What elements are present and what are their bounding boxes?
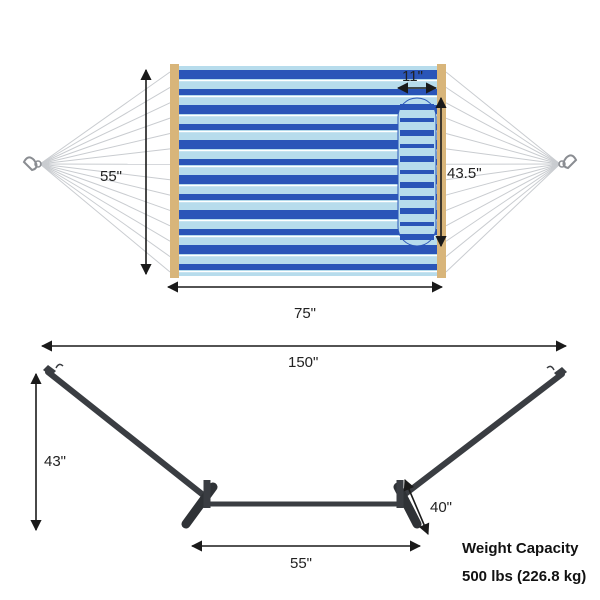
weight-capacity-title: Weight Capacity	[462, 540, 579, 557]
spreader-bar-left	[170, 64, 179, 278]
pillow	[397, 97, 437, 247]
rope-line	[445, 102, 561, 165]
rope-line	[445, 163, 561, 211]
pillow-stripe	[400, 130, 434, 136]
bed-stripe-thin	[177, 150, 439, 152]
pillow-stripe	[400, 118, 434, 122]
rope-line	[39, 133, 171, 165]
bed-stripe-thin	[177, 201, 439, 203]
bed-stripe	[177, 229, 439, 235]
bed-stripe-thin	[177, 185, 439, 187]
rope-line	[39, 148, 171, 165]
hammock-width-label: 75"	[294, 305, 316, 322]
pillow-stripe	[400, 222, 434, 226]
pillow-stripe	[400, 182, 434, 188]
rope-line	[39, 102, 171, 165]
rope-line	[445, 163, 561, 181]
rope-line	[39, 71, 171, 165]
hammock-stand	[43, 363, 567, 529]
bed-stripe	[177, 210, 439, 219]
bed-stripe	[177, 194, 439, 200]
base-length-label: 55"	[290, 555, 312, 572]
rope-line	[445, 163, 561, 227]
rope-line	[445, 86, 561, 165]
bed-stripe-thin	[177, 131, 439, 133]
bed-stripe-thin	[177, 236, 439, 238]
bed-stripe	[177, 124, 439, 130]
rope-line	[39, 117, 171, 165]
hook-right-icon	[558, 154, 578, 170]
bed-stripe-thin	[177, 96, 439, 98]
stand-length-label: 150"	[288, 354, 318, 371]
bed-stripe-thin	[177, 166, 439, 168]
rope-line	[445, 163, 561, 242]
rope-line	[39, 86, 171, 165]
stand-arm-left	[45, 369, 210, 501]
hammock-diagram	[22, 64, 578, 278]
stand-hook-right-icon	[546, 365, 555, 371]
hammock-ropes-right	[445, 71, 561, 273]
pillow-stripe	[400, 156, 434, 162]
pillow-stripe	[400, 196, 434, 200]
bed-stripe	[177, 140, 439, 149]
weight-capacity-value: 500 lbs (226.8 kg)	[462, 568, 587, 585]
stand-height-label: 43"	[44, 453, 66, 470]
pillow-width-label: 11"	[402, 68, 423, 85]
base-width-label: 40"	[430, 499, 452, 516]
stand-arm-right	[397, 371, 565, 501]
pillow-stripe	[400, 234, 434, 240]
bed-stripe	[177, 245, 439, 254]
rope-line	[445, 117, 561, 165]
pillow-stripe	[400, 144, 434, 148]
bed-stripe-thin	[177, 115, 439, 117]
pillow-stripe	[400, 170, 434, 174]
bed-stripe-thin	[177, 271, 439, 273]
bed-stripe	[177, 264, 439, 270]
base-width-dimension-line	[403, 478, 430, 536]
bed-stripe-thin	[177, 255, 439, 257]
bed-stripe-thin	[177, 220, 439, 222]
rope-line	[445, 148, 561, 165]
bed-stripe	[177, 105, 439, 114]
pillow-length-label: 43.5"	[447, 165, 482, 182]
arm-end-cap-left	[43, 365, 56, 376]
bed-stripe	[177, 89, 439, 95]
rope-line	[445, 163, 561, 258]
rope-line	[445, 163, 561, 196]
bed-stripe	[177, 175, 439, 184]
bed-stripe	[177, 70, 439, 79]
pillow-stripe	[400, 208, 434, 214]
arm-end-cap-right	[554, 367, 567, 378]
hook-left-icon	[22, 156, 42, 172]
rope-line	[445, 71, 561, 165]
rope-line	[445, 133, 561, 165]
stand-hook-left-icon	[55, 363, 64, 369]
bed-stripe	[177, 159, 439, 165]
rope-line	[445, 163, 561, 273]
pillow-stripe	[400, 104, 434, 110]
bed-stripe-thin	[177, 80, 439, 82]
hammock-height-label: 55"	[100, 168, 122, 185]
hammock-bed	[177, 66, 439, 276]
